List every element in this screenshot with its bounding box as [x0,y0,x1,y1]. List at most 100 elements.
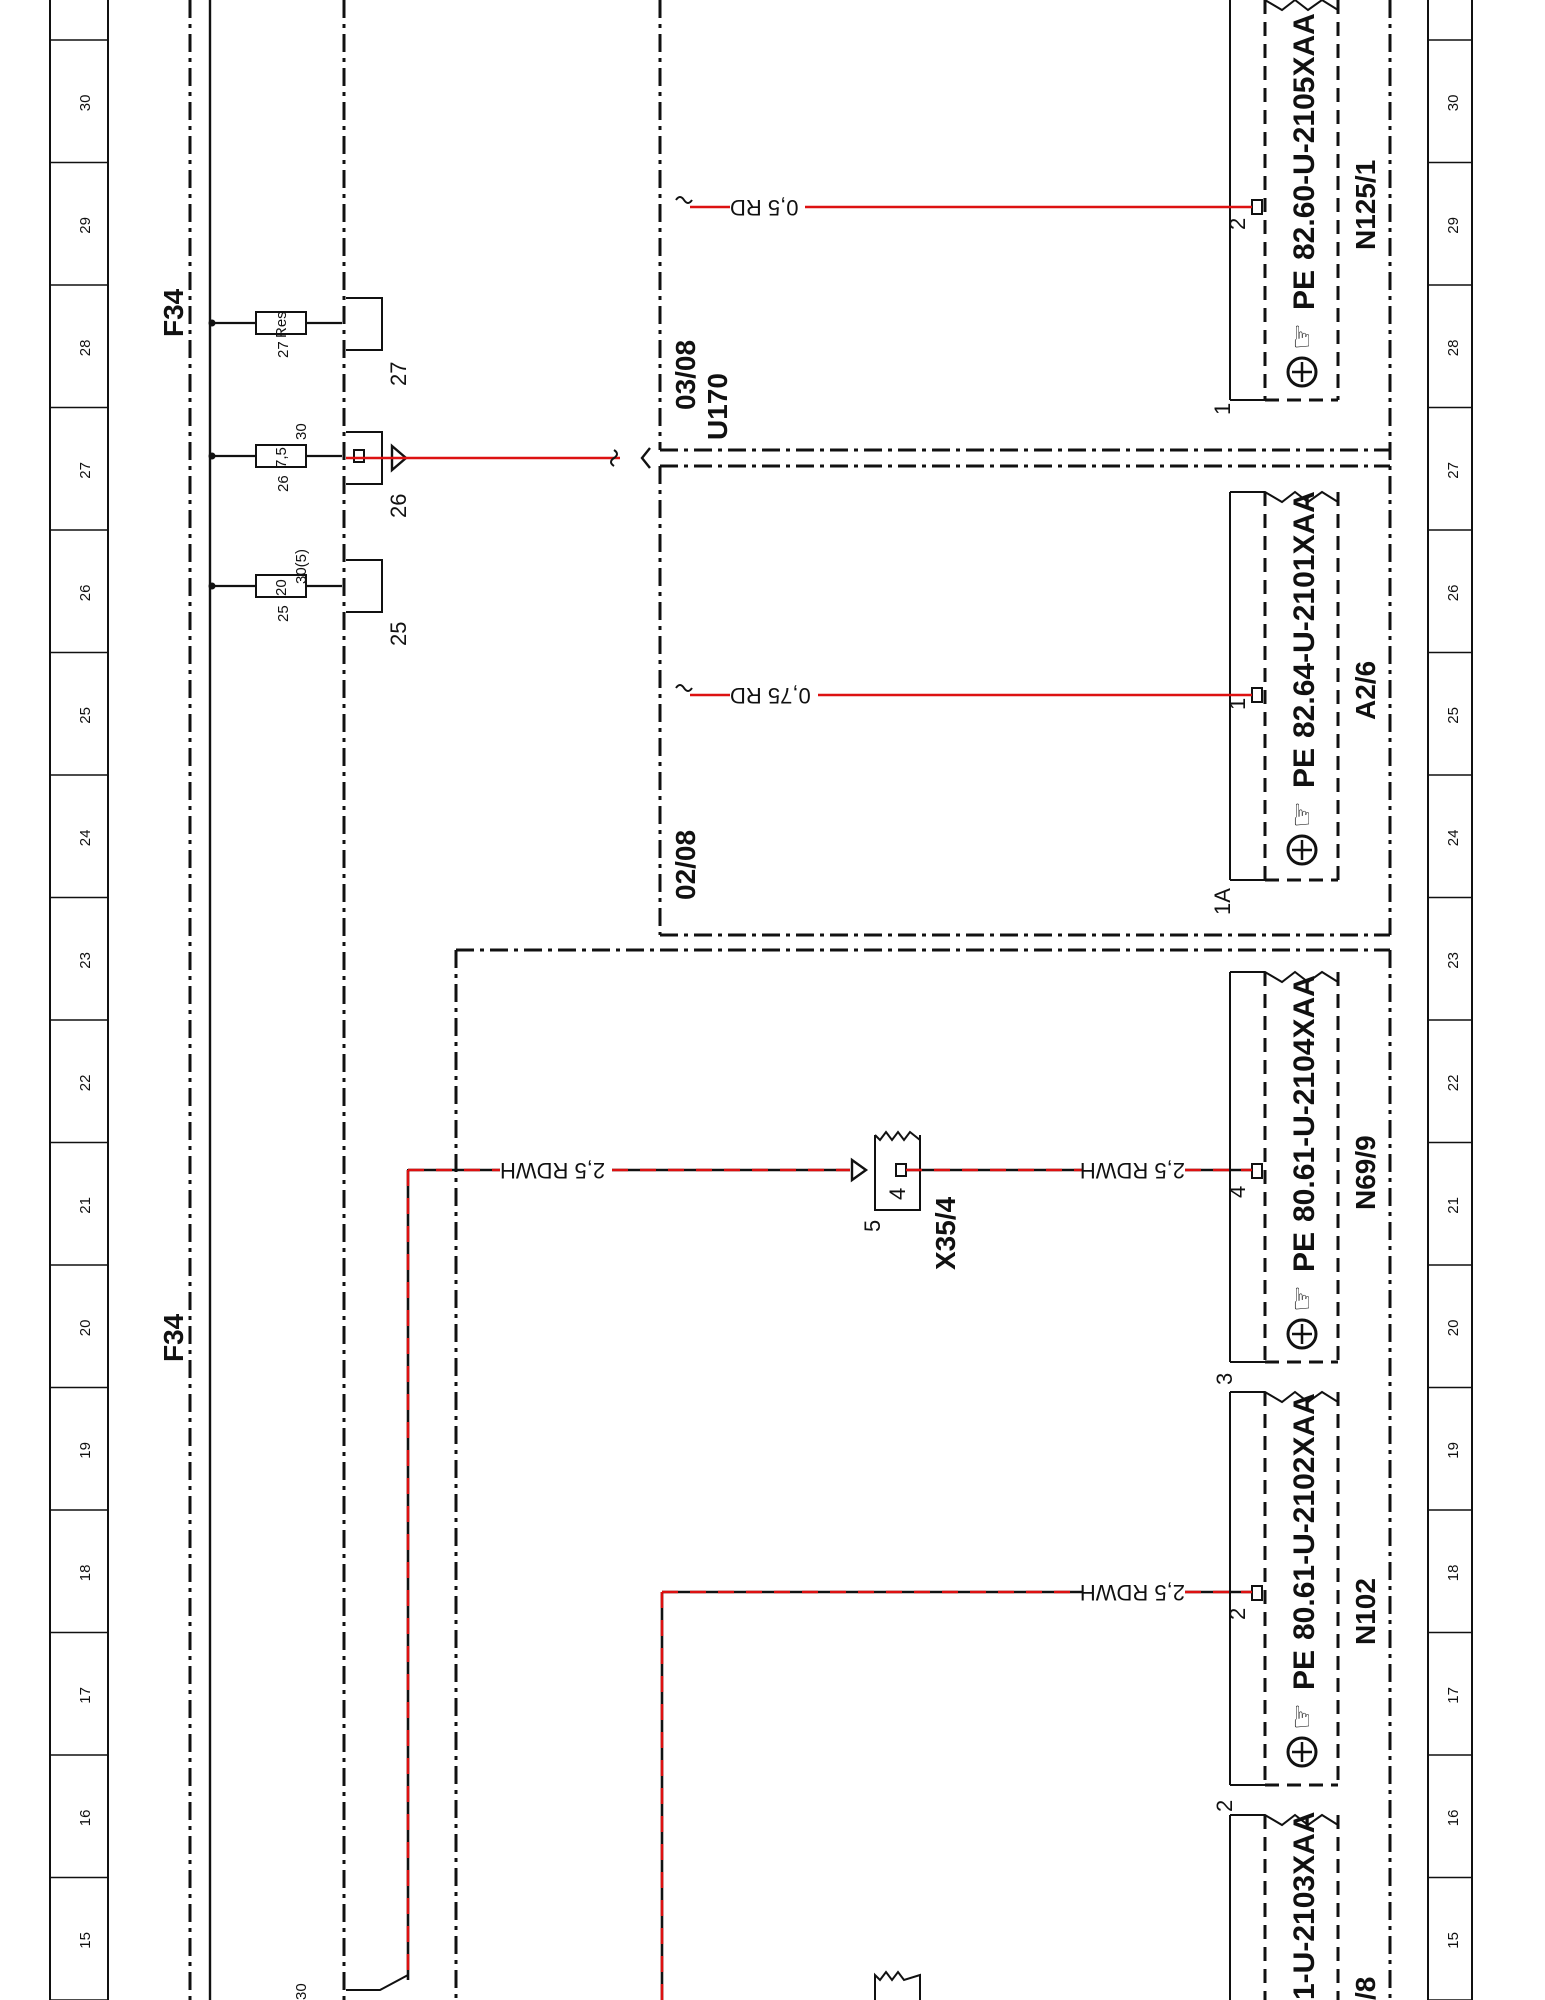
u170-label: U170 [702,373,733,440]
grid-number: 28 [1445,340,1462,357]
N125-1-pe: PE [1288,270,1321,310]
transistor-icon [1286,834,1318,866]
u170-frame [454,0,1392,2000]
grid-number: 29 [1445,217,1462,234]
component-N125-1: 1 2 ☞ PE 82.60-U-2105XAA N125/1 [1210,0,1381,415]
A2-6-id: A2/6 [1350,661,1381,720]
grid-number: 30 [1445,95,1462,112]
hand-pointer-icon: ☞ [1286,1703,1319,1730]
fuse-26-bus: 26 [386,494,411,518]
grid-number: 20 [77,1320,94,1337]
A2-6-pin-b: 1 [1225,698,1250,710]
connector-X35-4: 4 5 X35/4 [850,1130,961,1270]
N102-ref: 80.61-U-2102XAA [1288,1393,1321,1640]
X35-4-pin-in: 4 [885,1188,910,1200]
grid-number: 23 [1445,952,1462,969]
N102-pin-a: 2 [1212,1800,1237,1812]
component-N102: 2 2 ☞ PE 80.61-U-2102XAA N102 [1212,1390,1381,1812]
grid-number: 25 [77,707,94,724]
grid-number: 19 [1445,1442,1462,1459]
wire-0-5-rd: 0,5 RD [675,195,1252,220]
grid-number: 18 [1445,1565,1462,1582]
N102-pin-b: 2 [1225,1608,1250,1620]
N125-1-ref: 82.60-U-2105XAA [1288,13,1321,260]
N69-9-pin-b: 4 [1225,1186,1250,1198]
grid-number: 18 [77,1565,94,1582]
grid-number: 23 [77,952,94,969]
fuse-25-terminal: 30(5) [293,549,310,584]
fuse-block-frame [188,0,346,2000]
hand-pointer-icon: ☞ [1286,801,1319,828]
component-N69-9: 3 4 ☞ PE 80.61-U-2104XAA N69/9 [1212,970,1381,1385]
component-A2-6: 1A 1 ☞ PE 82.64-U-2101XAA A2/6 [1210,490,1381,915]
fuse-block-label-top: F34 [158,288,189,337]
partial-connector-bottom [874,1970,921,2000]
wire-rdwh-1-label: 2,5 RDWH [500,1158,605,1183]
u170-ref-top: 03/08 [670,340,701,410]
grid-number: 24 [1445,830,1462,847]
fuse-26-number: 26 [275,475,292,492]
N125-1-pin-b: 2 [1225,218,1250,230]
wire-0-5-rd-label: 0,5 RD [730,195,798,220]
wire-0-75-rd: 0,75 RD [675,683,1252,708]
component-partial-bottom: 1-U-2103XAA /8 [1229,1812,1381,2000]
grid-number: 16 [1445,1810,1462,1827]
transistor-icon [1286,356,1318,388]
fuse-25: 20 25 30(5) 25 [208,549,411,646]
hand-pointer-icon: ☞ [1286,323,1319,350]
N102-id: N102 [1350,1578,1381,1645]
fuse-27-rating: Res [273,311,290,338]
fuse-25-rating: 20 [273,579,290,596]
grid-number: 21 [77,1197,94,1214]
grid-number: 24 [77,830,94,847]
grid-number: 30 [77,95,94,112]
wire-rdwh-2-label: 2,5 RDWH [1080,1158,1185,1183]
hand-pointer-icon: ☞ [1286,1285,1319,1312]
X35-4-id: X35/4 [930,1196,961,1270]
N69-9-pin-a: 3 [1212,1373,1237,1385]
grid-number: 15 [77,1932,94,1949]
fuse-27: Res 27 27 [208,297,411,386]
grid-number: 21 [1445,1197,1462,1214]
u170-ref-bottom: 02/08 [670,830,701,900]
grid-number: 28 [77,340,94,357]
grid-number: 22 [1445,1075,1462,1092]
fuse-26: 7,5 26 30 26 [208,423,411,518]
wire-fuse-26-out [346,443,651,473]
fuse-block-label-bottom: F34 [158,1313,189,1362]
grid-number: 26 [1445,585,1462,602]
N125-1-pin-a: 1 [1210,403,1235,415]
grid-number: 17 [1445,1687,1462,1704]
grid-number: 29 [77,217,94,234]
X35-4-pin-out: 5 [860,1220,885,1232]
fuse-terminal-30-bottom: 30 [293,1983,310,2000]
transistor-icon [1286,1736,1318,1768]
wire-0-75-rd-label: 0,75 RD [730,683,811,708]
fuse-26-terminal: 30 [293,423,310,440]
fuse-25-bus: 25 [386,622,411,646]
grid-number: 25 [1445,707,1462,724]
grid-ticks [50,39,1472,2000]
transistor-icon [1286,1318,1318,1350]
N102-pe: PE [1288,1650,1321,1690]
N69-9-id: N69/9 [1350,1135,1381,1210]
fuse-25-number: 25 [275,605,292,622]
N125-1-id: N125/1 [1350,160,1381,250]
fuse-27-bus: 27 [386,362,411,386]
N69-9-ref: 80.61-U-2104XAA [1288,975,1321,1222]
grid-number: 15 [1445,1932,1462,1949]
grid-number: 22 [77,1075,94,1092]
fuse-27-number: 27 [275,341,292,358]
N69-9-pe: PE [1288,1232,1321,1272]
A2-6-pin-a: 1A [1210,888,1235,915]
wire-rdwh-to-N102: 2,5 RDWH [660,1580,1252,2000]
grid-number: 27 [77,462,94,479]
partial-ref: 1-U-2103XAA [1288,1812,1321,2000]
grid-number: 26 [77,585,94,602]
wire-rdwh-connector-to-N69-9: 2,5 RDWH [906,1158,1252,1183]
grid-number: 17 [77,1687,94,1704]
partial-id: /8 [1350,1977,1381,2000]
